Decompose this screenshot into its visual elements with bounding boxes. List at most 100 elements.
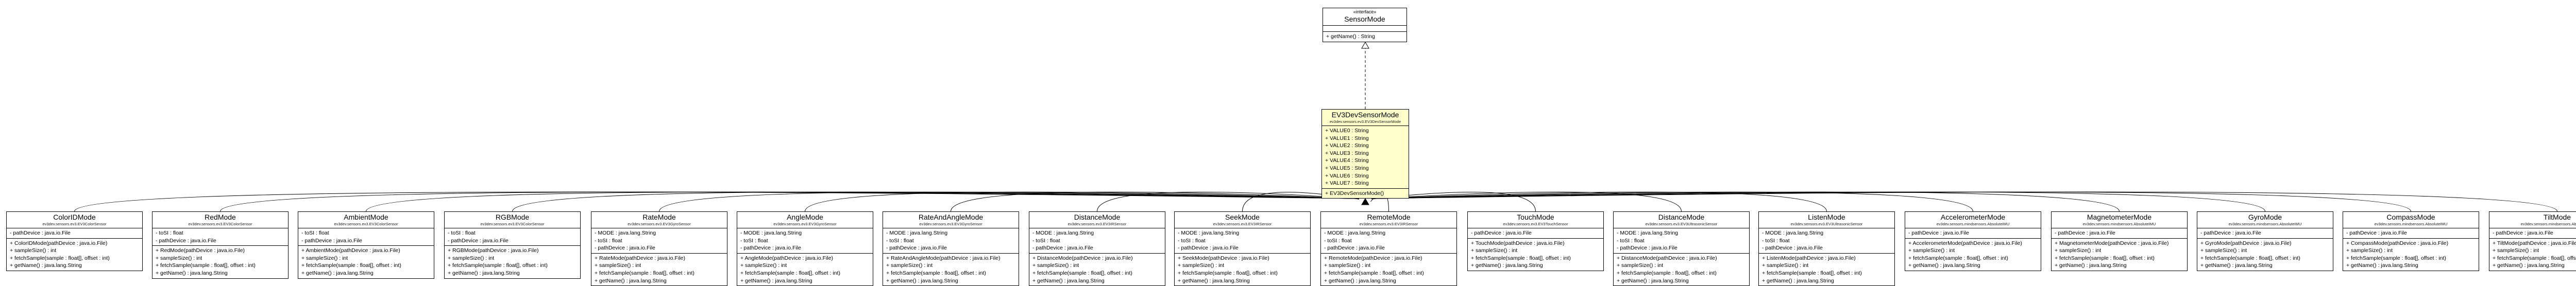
base-methods: + EV3DevSensorMode() (1322, 189, 1409, 199)
base-field: + VALUE6 : String (1325, 172, 1405, 180)
class-name: AngleMode (739, 213, 871, 222)
class-tiltmode-17[interactable]: TiltModeev3dev.sensors.mindsensors.Absol… (2489, 211, 2576, 271)
class-method: + sampleSize() : int (1617, 262, 1746, 270)
class-method: + AccelerometerMode(pathDevice : java.io… (1908, 240, 2038, 247)
class-method: + fetchSample(sample : float[], offset :… (2346, 255, 2476, 262)
class-methods: + AmbientMode(pathDevice : java.io.File)… (298, 246, 434, 278)
class-name: RateAndAngleMode (885, 213, 1016, 222)
class-package: ev3dev.sensors.ev3.EV3UltrasonicSensor (1616, 222, 1747, 226)
class-rgbmode-3[interactable]: RGBModeev3dev.sensors.ev3.EV3ColorSensor… (444, 211, 581, 279)
class-seekmode-8[interactable]: SeekModeev3dev.sensors.ev3.EV3IRSensor- … (1174, 211, 1311, 286)
class-fields: - pathDevice : java.io.File (2052, 228, 2187, 239)
class-method: + fetchSample(sample : float[], offset :… (740, 270, 870, 277)
class-package: ev3dev.sensors.ev3.EV3ColorSensor (9, 222, 140, 226)
class-method: + sampleSize() : int (740, 262, 870, 270)
class-name: AmbientMode (300, 213, 432, 222)
class-methods: + RateAndAngleMode(pathDevice : java.io.… (883, 254, 1019, 285)
class-fields: - MODE : java.lang.String- toSI : float-… (737, 228, 873, 254)
class-field: - toSI : float (886, 237, 1015, 245)
class-method: + DistanceMode(pathDevice : java.io.File… (1032, 255, 1162, 262)
class-field: - toSI : float (156, 229, 285, 237)
class-fields: - pathDevice : java.io.File (2489, 228, 2576, 239)
class-touchmode-10[interactable]: TouchModeev3dev.sensors.ev3.EV3TouchSens… (1467, 211, 1604, 271)
class-fields: - pathDevice : java.io.File (2343, 228, 2479, 239)
base-name: EV3DevSensorMode (1324, 111, 1406, 119)
class-ambientmode-2[interactable]: AmbientModeev3dev.sensors.ev3.EV3ColorSe… (298, 211, 434, 279)
class-method: + RateMode(pathDevice : java.io.File) (595, 255, 724, 262)
class-header: SeekModeev3dev.sensors.ev3.EV3IRSensor (1175, 212, 1310, 228)
class-name: DistanceMode (1031, 213, 1163, 222)
interface-fields (1323, 26, 1406, 32)
class-field: - MODE : java.lang.String (1617, 229, 1746, 237)
class-listenmode-12[interactable]: ListenModeev3dev.sensors.ev3.EV3Ultrason… (1758, 211, 1895, 286)
class-fields: - MODE : java.lang.String- toSI : float-… (883, 228, 1019, 254)
class-methods: + AngleMode(pathDevice : java.io.File)+ … (737, 254, 873, 285)
class-fields: - MODE : java.lang.String- toSI : float-… (591, 228, 727, 254)
class-header: TiltModeev3dev.sensors.mindsensors.Absol… (2489, 212, 2576, 228)
class-field: - pathDevice : java.io.File (301, 237, 431, 245)
class-field: - pathDevice : java.io.File (886, 244, 1015, 252)
class-compassmode-16[interactable]: CompassModeev3dev.sensors.mindsensors.Ab… (2343, 211, 2479, 271)
base-field: + VALUE0 : String (1325, 127, 1405, 135)
class-ratemode-4[interactable]: RateModeev3dev.sensors.ev3.EV3GyroSensor… (591, 211, 727, 286)
class-field: - pathDevice : java.io.File (1471, 229, 1600, 237)
class-header: DistanceModeev3dev.sensors.ev3.EV3Ultras… (1614, 212, 1749, 228)
class-name: CompassMode (2345, 213, 2477, 222)
class-methods: + TiltMode(pathDevice : java.io.File)+ s… (2489, 239, 2576, 271)
class-field: - toSI : float (448, 229, 577, 237)
class-method: + RemoteMode(pathDevice : java.io.File) (1324, 255, 1453, 262)
class-methods: + RedMode(pathDevice : java.io.File)+ sa… (152, 246, 288, 278)
class-methods: + DistanceMode(pathDevice : java.io.File… (1614, 254, 1749, 285)
class-fields: - MODE : java.lang.String- toSI : float-… (1029, 228, 1165, 254)
class-method: + getName() : java.lang.String (1908, 262, 2038, 270)
class-name: MagnetometerMode (2054, 213, 2185, 222)
class-method: + getName() : java.lang.String (1032, 277, 1162, 285)
class-distancemode-7[interactable]: DistanceModeev3dev.sensors.ev3.EV3IRSens… (1029, 211, 1165, 286)
class-redmode-1[interactable]: RedModeev3dev.sensors.ev3.EV3ColorSensor… (152, 211, 289, 279)
class-rateandanglemode-6[interactable]: RateAndAngleModeev3dev.sensors.ev3.EV3Gy… (883, 211, 1019, 286)
base-field: + VALUE3 : String (1325, 150, 1405, 157)
base-field: + VALUE1 : String (1325, 135, 1405, 142)
class-package: ev3dev.sensors.ev3.EV3IRSensor (1031, 222, 1163, 226)
class-field: - MODE : java.lang.String (1762, 229, 1891, 237)
class-ev3devsensormode[interactable]: EV3DevSensorMode ev3dev.sensors.ev3.EV3D… (1321, 109, 1409, 199)
class-method: + fetchSample(sample : float[], offset :… (2493, 255, 2576, 262)
class-remotemode-9[interactable]: RemoteModeev3dev.sensors.ev3.EV3IRSensor… (1320, 211, 1457, 286)
class-header: RateAndAngleModeev3dev.sensors.ev3.EV3Gy… (883, 212, 1019, 228)
class-field: - pathDevice : java.io.File (595, 244, 724, 252)
class-magnetometermode-14[interactable]: MagnetometerModeev3dev.sensors.mindsenso… (2051, 211, 2188, 271)
class-distancemode-11[interactable]: DistanceModeev3dev.sensors.ev3.EV3Ultras… (1613, 211, 1750, 286)
class-fields: - pathDevice : java.io.File (2197, 228, 2333, 239)
class-methods: + GyroMode(pathDevice : java.io.File)+ s… (2197, 239, 2333, 271)
interface-sensormode[interactable]: «interface» SensorMode + getName() : Str… (1323, 8, 1407, 42)
class-method: + getName() : java.lang.String (2200, 262, 2330, 270)
class-name: RateMode (594, 213, 725, 222)
class-name: RedMode (155, 213, 286, 222)
class-methods: + RateMode(pathDevice : java.io.File)+ s… (591, 254, 727, 285)
class-method: + TiltMode(pathDevice : java.io.File) (2493, 240, 2576, 247)
class-accelerometermode-13[interactable]: AccelerometerModeev3dev.sensors.mindsens… (1905, 211, 2041, 271)
class-method: + GyroMode(pathDevice : java.io.File) (2200, 240, 2330, 247)
class-field: - pathDevice : java.io.File (10, 229, 139, 237)
class-field: - toSI : float (1762, 237, 1891, 245)
class-gyromode-15[interactable]: GyroModeev3dev.sensors.mindsensors.Absol… (2197, 211, 2333, 271)
class-method: + sampleSize() : int (1032, 262, 1162, 270)
class-method: + getName() : java.lang.String (2493, 262, 2576, 270)
class-method: + getName() : java.lang.String (2346, 262, 2476, 270)
class-field: - pathDevice : java.io.File (2055, 229, 2184, 237)
class-coloridmode-0[interactable]: ColorIDModeev3dev.sensors.ev3.EV3ColorSe… (6, 211, 143, 271)
class-method: + fetchSample(sample : float[], offset :… (2200, 255, 2330, 262)
class-package: ev3dev.sensors.ev3.EV3ColorSensor (155, 222, 286, 226)
class-method: + sampleSize() : int (301, 255, 431, 262)
class-anglemode-5[interactable]: AngleModeev3dev.sensors.ev3.EV3GyroSenso… (737, 211, 873, 286)
generalization-arrowhead (1362, 199, 1369, 205)
class-method: + fetchSample(sample : float[], offset :… (156, 262, 285, 270)
class-field: - pathDevice : java.io.File (448, 237, 577, 245)
class-method: + ListenMode(pathDevice : java.io.File) (1762, 255, 1891, 262)
class-field: - pathDevice : java.io.File (1762, 244, 1891, 252)
class-fields: - pathDevice : java.io.File (1468, 228, 1603, 239)
class-method: + fetchSample(sample : float[], offset :… (2055, 255, 2184, 262)
class-package: ev3dev.sensors.mindsensors.AbsoluteIMU (2492, 222, 2576, 226)
class-method: + RedMode(pathDevice : java.io.File) (156, 247, 285, 255)
class-package: ev3dev.sensors.mindsensors.AbsoluteIMU (2345, 222, 2477, 226)
